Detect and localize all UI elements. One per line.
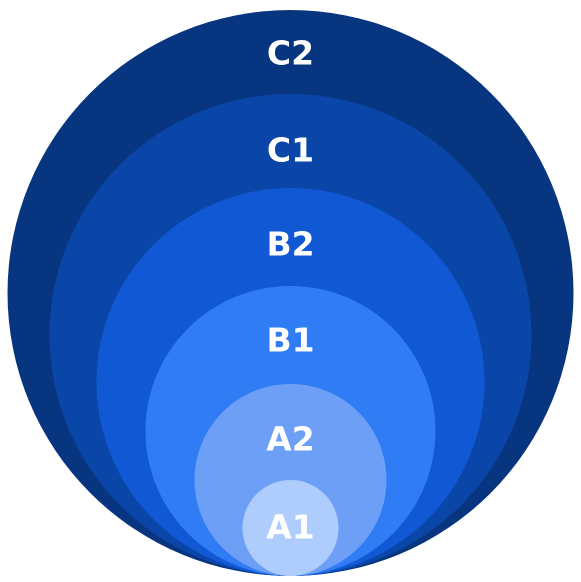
level-label-b2: B2 bbox=[266, 225, 314, 264]
level-label-a2: A2 bbox=[266, 420, 315, 459]
level-circle-a1 bbox=[242, 480, 339, 576]
level-label-c2: C2 bbox=[267, 34, 314, 73]
level-label-c1: C1 bbox=[267, 131, 314, 170]
level-label-a1: A1 bbox=[266, 508, 315, 547]
level-label-b1: B1 bbox=[266, 321, 314, 360]
